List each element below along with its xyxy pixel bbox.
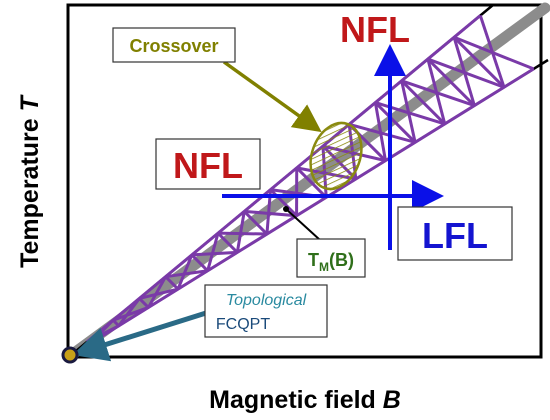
fcqpt-label: FCQPT (216, 316, 270, 333)
lattice-rung (374, 101, 417, 144)
nfl-left-label: NFL (173, 145, 243, 186)
x-axis-label: Magnetic field B (209, 386, 401, 414)
tm-point (283, 206, 289, 212)
fcqpt-box (204, 284, 328, 338)
lattice-cross (400, 80, 417, 143)
topological-label: Topological (226, 292, 307, 309)
lattice-cross (218, 231, 267, 236)
lattice-cross (235, 211, 246, 253)
lattice-edge-lower (88, 67, 535, 346)
crossover-ellipse (309, 121, 363, 191)
lattice-rung (216, 232, 239, 254)
lattice-rung (164, 275, 180, 291)
lattice-edge-upper (85, 14, 482, 344)
lattice-cross (244, 209, 297, 218)
lattice-cross (147, 275, 167, 309)
crossover-label: Crossover (129, 36, 218, 56)
lattice-rung (112, 319, 120, 327)
lattice-rung (190, 253, 209, 272)
fcqpt-arrow (72, 310, 207, 362)
lattice-cross (206, 232, 220, 272)
lattice-cross (176, 254, 194, 290)
fcqpt-point (61, 346, 79, 364)
lattice-rung (426, 57, 476, 107)
purple-lattice (85, 14, 535, 346)
lfl-label: LFL (422, 215, 488, 256)
tm-label: TM(B) (308, 250, 354, 274)
grey-band (64, 2, 550, 362)
lattice-rung (269, 188, 298, 217)
tm-leader (285, 208, 321, 241)
lattice-rung (85, 340, 91, 346)
lattice-rung (400, 79, 446, 125)
lattice-cross (139, 287, 179, 300)
nfl-top-label: NFL (340, 9, 410, 50)
lattice-rung (243, 210, 268, 236)
lattice-cross (452, 36, 476, 107)
crossover-arrow (222, 60, 322, 133)
lattice-cross (426, 58, 447, 125)
y-axis-label: Temperature T (16, 93, 44, 268)
tm-box (296, 238, 366, 278)
lattice-cross (191, 250, 238, 257)
lattice-rung (138, 297, 150, 309)
crossover-label-box (112, 27, 236, 63)
lattice-cross (478, 15, 506, 88)
nfl-left-box (155, 138, 261, 190)
lattice-cross (373, 102, 387, 161)
lattice-cross (112, 306, 149, 322)
lattice-rung (453, 36, 506, 89)
lattice-rung (295, 166, 328, 199)
plot-frame (66, 3, 543, 359)
lattice-cross (165, 269, 208, 279)
lattice-cross (117, 297, 141, 327)
lfl-box (397, 206, 513, 261)
